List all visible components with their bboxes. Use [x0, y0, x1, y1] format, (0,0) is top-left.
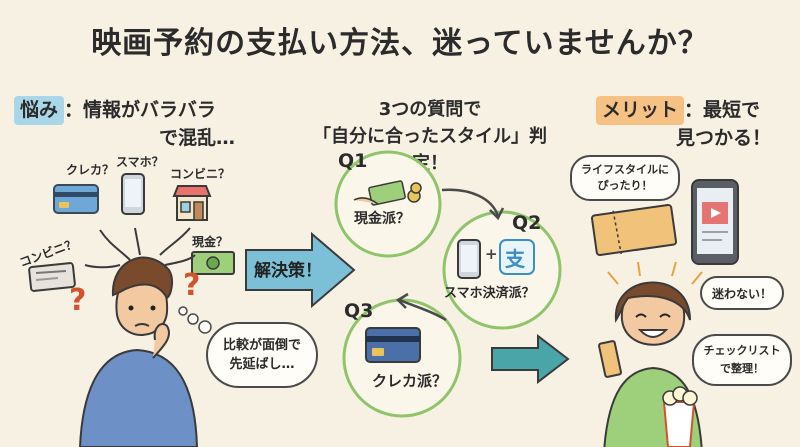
bubble1-line2: ぴったり！ [597, 179, 653, 192]
q2-text: スマホ決済派？ [444, 286, 535, 301]
lifestyle-bubble: ライフスタイルに ぴったり！ [570, 155, 680, 201]
q1-text: 現金派？ [354, 211, 410, 227]
solution-label: 解決策！ [254, 261, 322, 281]
right-head-line1: ：最短で [684, 99, 761, 121]
pay-app-icon: 支 [505, 247, 525, 271]
thought-line2: 先延ばし… [229, 357, 295, 372]
credit-card-icon [53, 184, 99, 214]
store-icon [172, 185, 212, 221]
worry-tag: 悩み [14, 96, 65, 125]
smartphone-icon [121, 173, 145, 215]
q2-number: Q2 [512, 212, 542, 234]
label-kureka-top: クレカ？ [66, 163, 115, 177]
right-head-line2: 見つかる！ [676, 127, 772, 149]
question-flow [334, 150, 562, 418]
merit-tag: メリット [596, 96, 685, 125]
thought-line1: 比較が面倒で [222, 338, 301, 353]
label-sumaho: スマホ？ [116, 155, 164, 169]
result-arrow [491, 333, 570, 385]
right-header: メリット：最短で 見つかる！ [596, 96, 796, 152]
plus-sign: + [485, 245, 498, 263]
page-title: 映画予約の支払い方法、迷っていませんか？ [91, 26, 709, 61]
sparkle-lines [607, 261, 703, 285]
thought-dots [178, 306, 212, 334]
label-konbini-top: コンビニ？ [170, 167, 231, 181]
konbini-card-icon [28, 262, 76, 292]
bubble3-line1: チェックリスト [703, 344, 781, 357]
label-genkin: 現金？ [192, 235, 229, 249]
svg-text:?: ? [69, 283, 86, 318]
worried-person-illustration: ? ? [69, 256, 200, 447]
confusion-arrows [84, 227, 196, 269]
left-head-line2: で混乱… [159, 127, 236, 149]
thought-bubble: 比較が面倒で 先延ばし… [206, 322, 318, 388]
cash-icon [191, 251, 235, 275]
checklist-bubble: チェックリスト で整理！ [692, 334, 792, 386]
q3-number: Q3 [344, 300, 374, 322]
bubble3-line2: で整理！ [720, 362, 764, 375]
no-hesitation-bubble: 迷わない！ [700, 276, 784, 310]
left-header: 悩み：情報がバラバラ で混乱… [14, 96, 264, 152]
left-head-line1: ：情報がバラバラ [64, 99, 216, 121]
q1-number: Q1 [338, 150, 368, 172]
middle-head-line1: 3つの質問で [378, 99, 482, 120]
bubble1-line1: ライフスタイルに [581, 163, 669, 176]
ticket-phone-illustration [590, 179, 739, 265]
happy-person-illustration [598, 281, 703, 447]
svg-text:?: ? [183, 268, 200, 303]
q3-text: クレカ派？ [372, 372, 448, 390]
solution-arrow [245, 231, 356, 309]
